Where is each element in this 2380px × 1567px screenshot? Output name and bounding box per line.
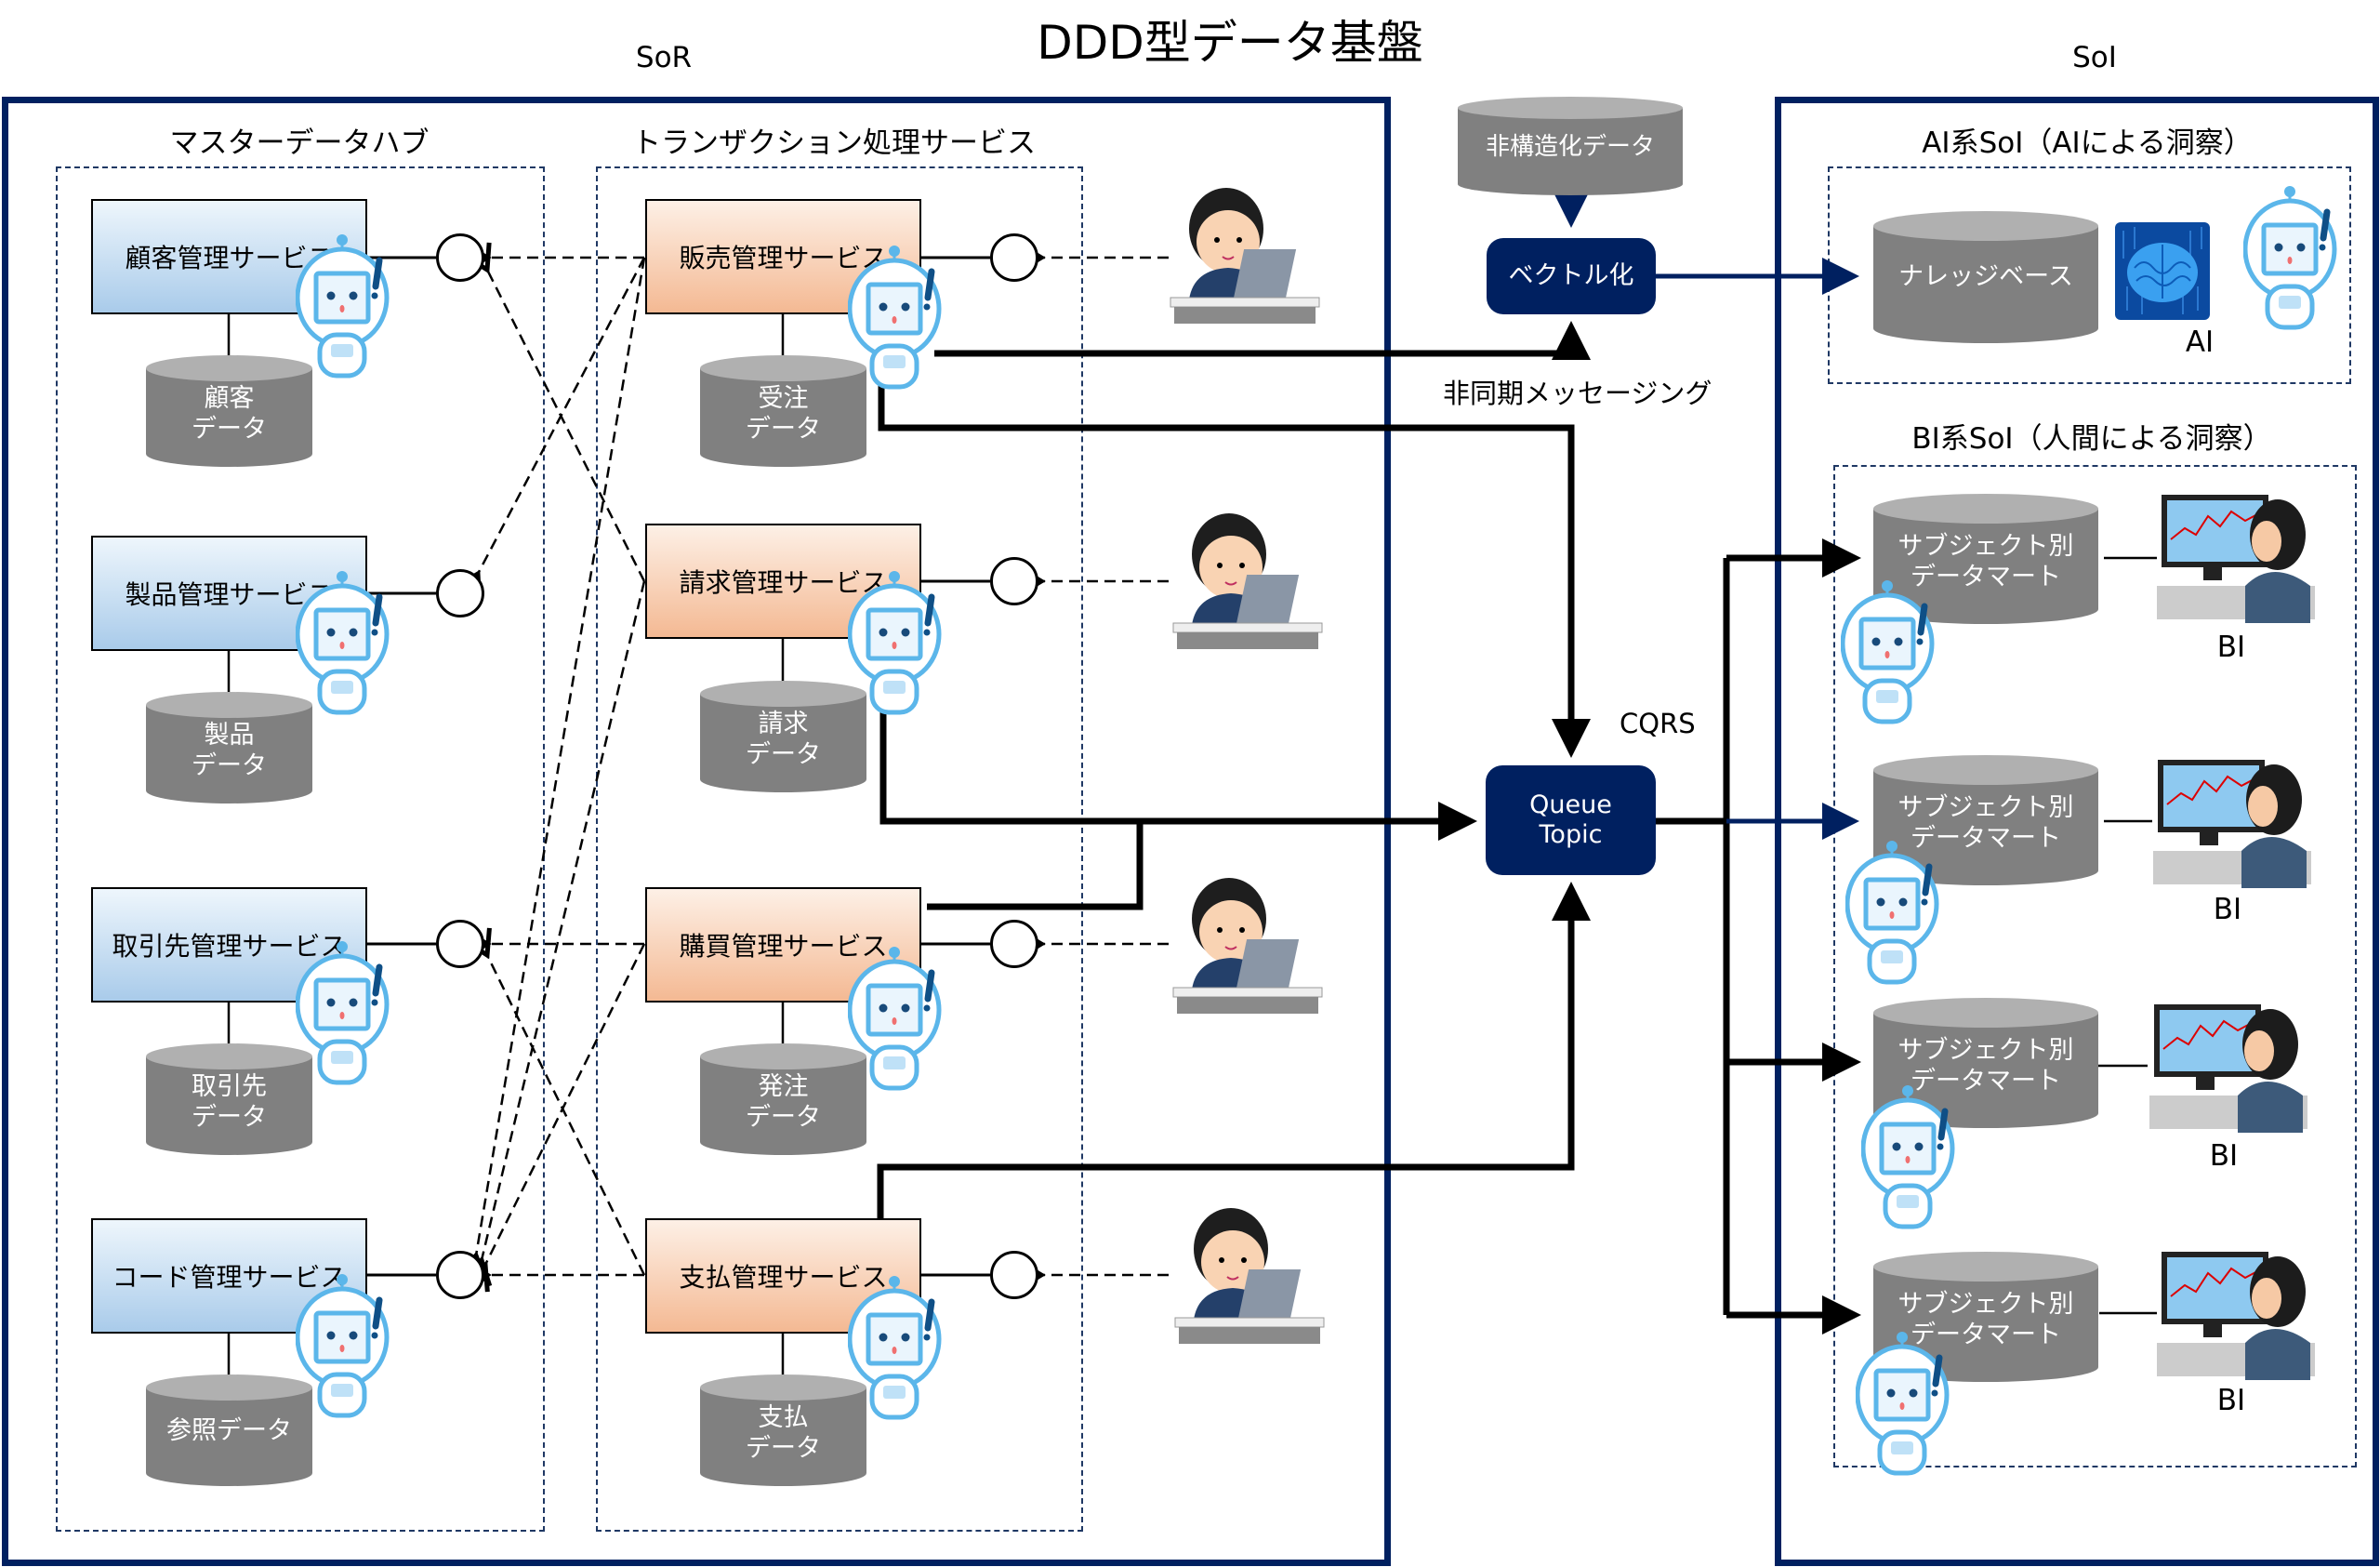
datastore-label: データ bbox=[192, 751, 267, 780]
service-label: 取引先管理サービス bbox=[112, 931, 347, 962]
interface-sales[interactable] bbox=[990, 233, 1038, 282]
service-label: 顧客管理サービス bbox=[125, 243, 334, 273]
business-user-icon bbox=[1171, 510, 1325, 655]
robot-icon bbox=[295, 939, 398, 1092]
service-payment-management[interactable]: 支払管理サービス bbox=[645, 1218, 921, 1334]
business-user-icon bbox=[1171, 874, 1325, 1019]
bi-soi-group bbox=[1833, 465, 2357, 1467]
datastore-label: 取引先 bbox=[192, 1072, 267, 1101]
master-hub-label: マスターデータハブ bbox=[169, 126, 430, 160]
datastore-label: 参照データ bbox=[166, 1416, 292, 1445]
datastore-unstructured: 非構造化データ bbox=[1458, 97, 1683, 195]
datastore-label: 発注 bbox=[758, 1072, 809, 1101]
robot-icon bbox=[1860, 1083, 1964, 1236]
datastore-label: データ bbox=[192, 415, 267, 444]
soi-label: SoI bbox=[2072, 41, 2117, 74]
transaction-label: トランザクション処理サービス bbox=[632, 126, 1036, 160]
robot-icon bbox=[847, 244, 950, 396]
bi-label: BI bbox=[2216, 1384, 2246, 1417]
service-label: コード管理サービス bbox=[112, 1262, 347, 1293]
interface-billing[interactable] bbox=[990, 557, 1038, 605]
data-mart-label: サブジェクト別 bbox=[1897, 793, 2074, 822]
datastore-orders: 受注データ bbox=[700, 355, 866, 467]
bi-soi-label: BI系SoI（人間による洞察） bbox=[1911, 422, 2272, 456]
robot-icon bbox=[2242, 184, 2346, 337]
bi-analyst-icon bbox=[2157, 493, 2315, 627]
data-mart-label: データマート bbox=[1911, 1067, 2061, 1096]
datastore-customer: 顧客データ bbox=[146, 355, 312, 467]
sor-frame bbox=[2, 97, 1391, 1566]
bi-analyst-icon bbox=[2153, 758, 2311, 892]
datastore-label: 受注 bbox=[758, 384, 809, 413]
ai-label: AI bbox=[2185, 325, 2215, 359]
data-mart-label: サブジェクト別 bbox=[1897, 1290, 2074, 1319]
datastore-label: データ bbox=[746, 415, 821, 444]
robot-icon bbox=[295, 232, 398, 385]
robot-icon bbox=[295, 1272, 398, 1425]
datastore-label: 非構造化データ bbox=[1485, 133, 1655, 161]
robot-icon bbox=[1840, 578, 1943, 731]
bi-analyst-icon bbox=[2157, 1250, 2315, 1384]
bi-label: BI bbox=[2216, 631, 2246, 664]
ai-soi-label: AI系SoI（AIによる洞察） bbox=[1922, 126, 2253, 160]
robot-icon bbox=[847, 569, 950, 722]
bi-analyst-icon bbox=[2149, 1003, 2307, 1136]
datastore-label: データ bbox=[746, 1103, 821, 1132]
interface-customer[interactable] bbox=[436, 233, 484, 282]
sor-label: SoR bbox=[635, 41, 693, 74]
service-label: 製品管理サービス bbox=[125, 579, 334, 610]
business-user-icon bbox=[1169, 184, 1322, 329]
datastore-label: 支払 bbox=[758, 1403, 809, 1432]
datastore-label: 製品 bbox=[204, 721, 255, 750]
datastore-reference: 参照データ bbox=[146, 1374, 312, 1486]
vectorize-label: ベクトル化 bbox=[1508, 261, 1634, 290]
vectorize-node[interactable]: ベクトル化 bbox=[1487, 238, 1656, 314]
service-label: 請求管理サービス bbox=[679, 567, 888, 598]
bi-label: BI bbox=[2209, 1139, 2239, 1173]
service-label: 購買管理サービス bbox=[679, 931, 888, 962]
brain-chip-icon bbox=[2114, 221, 2211, 321]
datastore-label: データ bbox=[746, 740, 821, 769]
data-mart-label: データマート bbox=[1911, 1321, 2061, 1349]
datastore-label: 請求 bbox=[758, 710, 809, 738]
async-messaging-label: 非同期メッセージング bbox=[1443, 378, 1712, 409]
robot-icon bbox=[1855, 1330, 1958, 1482]
datastore-vendor: 取引先データ bbox=[146, 1043, 312, 1155]
topic-label: Topic bbox=[1539, 820, 1603, 849]
data-mart-label: サブジェクト別 bbox=[1897, 1036, 2074, 1065]
queue-label: Queue bbox=[1529, 790, 1612, 819]
datastore-billing: 請求データ bbox=[700, 681, 866, 792]
data-mart: サブジェクト別データマート bbox=[1873, 494, 2098, 624]
interface-payment[interactable] bbox=[990, 1251, 1038, 1299]
interface-purchase[interactable] bbox=[990, 920, 1038, 968]
service-label: 販売管理サービス bbox=[679, 243, 888, 273]
interface-vendor[interactable] bbox=[436, 920, 484, 968]
robot-icon bbox=[1844, 839, 1948, 991]
service-label: 支払管理サービス bbox=[679, 1262, 888, 1293]
soi-frame bbox=[1775, 97, 2379, 1566]
datastore-product: 製品データ bbox=[146, 692, 312, 803]
datastore-label: データ bbox=[192, 1103, 267, 1132]
bi-label: BI bbox=[2213, 893, 2242, 926]
datastore-purchase-orders: 発注データ bbox=[700, 1043, 866, 1155]
interface-code[interactable] bbox=[436, 1251, 484, 1299]
robot-icon bbox=[847, 1274, 950, 1427]
cqrs-label: CQRS bbox=[1620, 708, 1696, 739]
datastore-label: データ bbox=[746, 1434, 821, 1463]
diagram-title: DDD型データ基盤 bbox=[1037, 16, 1423, 70]
data-mart-label: サブジェクト別 bbox=[1897, 532, 2074, 561]
datastore-label: 顧客 bbox=[204, 384, 255, 413]
knowledge-base: ナレッジベース bbox=[1873, 211, 2098, 343]
robot-icon bbox=[847, 945, 950, 1097]
business-user-icon bbox=[1173, 1204, 1327, 1349]
knowledge-base-label: ナレッジベース bbox=[1898, 262, 2073, 291]
data-mart-label: データマート bbox=[1911, 563, 2061, 591]
datastore-payments: 支払データ bbox=[700, 1374, 866, 1486]
data-mart-label: データマート bbox=[1911, 824, 2061, 853]
interface-product[interactable] bbox=[436, 569, 484, 618]
robot-icon bbox=[295, 569, 398, 722]
